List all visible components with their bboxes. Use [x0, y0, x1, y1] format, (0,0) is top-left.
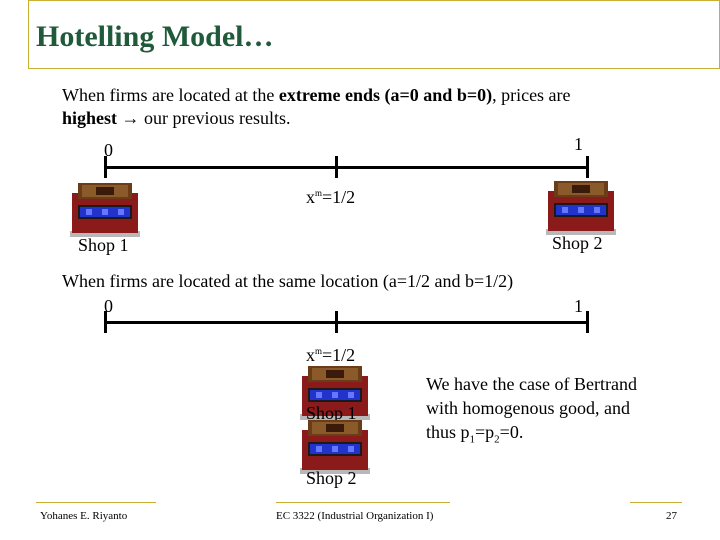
line2-right-label: 1 [574, 296, 583, 316]
shop1-label: Shop 1 [78, 235, 129, 255]
bertrand-note-line-2: with homogenous good, and [426, 398, 630, 418]
intro-line-1: When firms are located at the extreme en… [62, 85, 571, 105]
line1-left-label: 0 [104, 140, 113, 160]
slide-title: Hotelling Model… [36, 20, 274, 53]
intro-line-2: highest → our previous results. [62, 108, 291, 128]
line2-mid-label: xm=1/2 [306, 345, 356, 365]
frame-top-border [28, 0, 720, 1]
line1-tick-mid [335, 156, 338, 178]
line2-tick-left [104, 311, 107, 333]
footer-rule-left [36, 502, 156, 503]
shop2-label-b: Shop 2 [306, 468, 357, 488]
footer-author: Yohanes E. Riyanto [40, 510, 128, 522]
line2-left-label: 0 [104, 296, 113, 316]
section2-text: When firms are located at the same locat… [62, 271, 514, 291]
line2-tick-right [586, 311, 589, 333]
shop2-store-icon-b [300, 420, 370, 474]
shop1-store-icon [70, 183, 140, 237]
line1-tick-right [586, 156, 589, 178]
footer-rule-mid [276, 502, 450, 503]
footer-page-number: 27 [666, 510, 677, 522]
line1-right-label: 1 [574, 134, 583, 154]
line2-segment [104, 321, 588, 324]
arrow-icon: → [121, 108, 140, 128]
shop2-label: Shop 2 [552, 233, 603, 253]
frame-left-border [28, 0, 29, 68]
intro-emphasis-highest: highest [62, 108, 118, 128]
intro-emphasis: extreme ends (a=0 and b=0) [278, 85, 493, 105]
footer-course: EC 3322 (Industrial Organization I) [276, 510, 434, 522]
title-underline [28, 68, 720, 69]
bertrand-note-line-3: thus p1=p2=0. [426, 422, 524, 446]
shop2-store-icon [546, 181, 616, 235]
bertrand-note-line-1: We have the case of Bertrand [426, 374, 637, 394]
line1-tick-left [104, 156, 107, 178]
line2-tick-mid [335, 311, 338, 333]
line1-mid-label: xm=1/2 [306, 187, 356, 207]
shop1-label-b: Shop 1 [306, 403, 357, 423]
footer-rule-right [630, 502, 682, 503]
line1-segment [104, 166, 588, 169]
